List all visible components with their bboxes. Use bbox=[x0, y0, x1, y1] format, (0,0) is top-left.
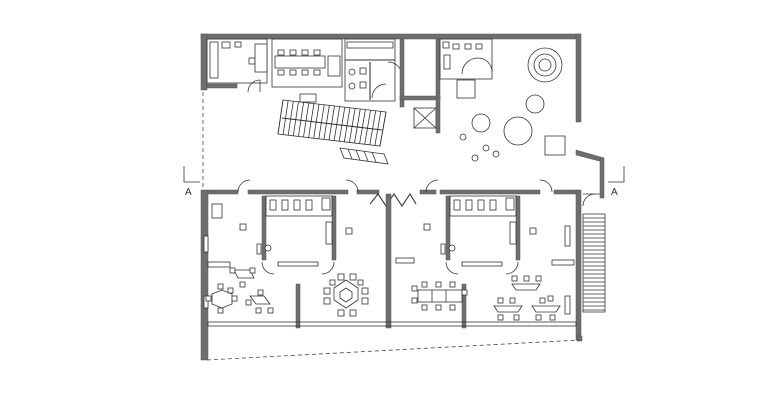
table-group-3 bbox=[245, 289, 274, 314]
stair-tread bbox=[308, 103, 315, 138]
external-staircase bbox=[582, 193, 606, 313]
stair-landing-steps bbox=[339, 147, 389, 165]
stair-tread bbox=[338, 107, 346, 142]
stair-tread bbox=[328, 105, 335, 141]
dashed-outline bbox=[202, 92, 581, 361]
main-staircase bbox=[277, 99, 387, 147]
table-group-1 bbox=[229, 267, 256, 288]
stair-tread bbox=[359, 109, 366, 144]
section-label-left: A bbox=[185, 187, 192, 198]
table-group-6 bbox=[511, 275, 554, 302]
stair-tread bbox=[298, 102, 304, 137]
table-group-4 bbox=[323, 273, 369, 317]
stair-tread bbox=[277, 99, 284, 135]
stair-tread bbox=[287, 101, 294, 136]
table-group-2 bbox=[205, 283, 238, 314]
right-group-room bbox=[423, 195, 575, 315]
stair-tread bbox=[292, 101, 299, 136]
stair-tread bbox=[323, 105, 330, 140]
stair-tread bbox=[333, 106, 341, 141]
play-area-circles bbox=[456, 47, 566, 162]
stair-tread bbox=[369, 110, 377, 145]
elevator-shaft bbox=[399, 38, 441, 134]
exterior-walls bbox=[200, 33, 605, 361]
group-room-wall bbox=[207, 179, 577, 207]
stair-tread bbox=[354, 108, 361, 144]
stair-tread bbox=[318, 104, 325, 139]
stair-tread bbox=[379, 111, 387, 147]
bottom-partitions bbox=[207, 193, 577, 329]
storage-room-top bbox=[439, 38, 493, 80]
table-group-7 bbox=[493, 297, 561, 321]
section-label-right: A bbox=[611, 187, 618, 198]
stair-tread bbox=[282, 100, 289, 135]
stair-tread bbox=[364, 110, 371, 145]
left-group-room bbox=[203, 195, 353, 309]
stair-tread bbox=[374, 111, 382, 146]
kitchen-dining bbox=[271, 38, 343, 103]
section-marker-left bbox=[183, 166, 200, 183]
table-group-5 bbox=[411, 281, 468, 311]
stair-tread bbox=[349, 108, 356, 143]
top-left-room bbox=[206, 38, 268, 93]
stair-tread bbox=[303, 102, 310, 138]
stair-tread bbox=[343, 107, 351, 142]
section-marker-right bbox=[608, 166, 625, 183]
stair-tread bbox=[313, 104, 320, 139]
wc-block-top bbox=[344, 38, 403, 102]
